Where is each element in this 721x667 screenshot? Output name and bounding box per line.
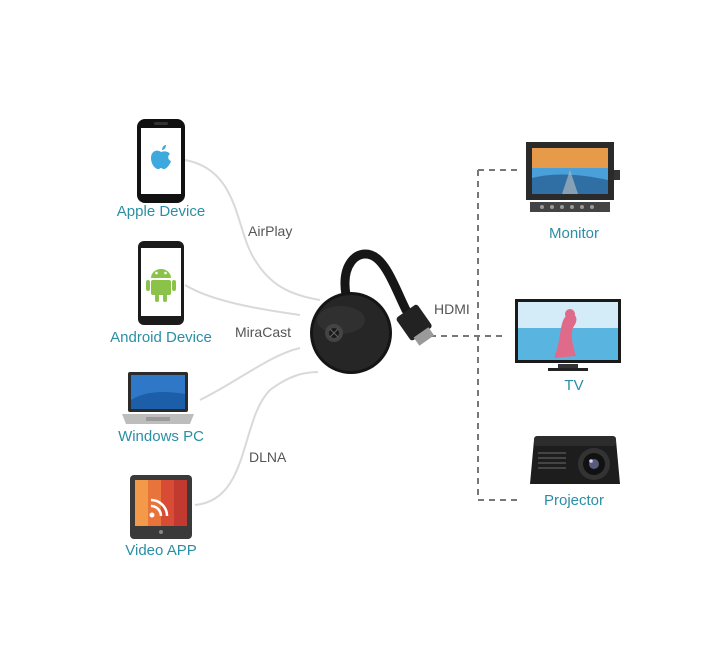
dlna-connector — [194, 371, 319, 506]
video-app-icon — [130, 475, 192, 539]
tv-icon — [515, 299, 621, 371]
airplay-connector — [184, 159, 321, 301]
monitor-icon — [526, 142, 620, 212]
output-label-projector: Projector — [543, 492, 605, 509]
laptop-icon — [122, 372, 194, 424]
connection-label-hdmi: HDMI — [434, 301, 470, 317]
output-label-tv: TV — [564, 377, 584, 394]
protocol-label-miracast: MiraCast — [235, 324, 292, 340]
protocol-label-airplay: AirPlay — [248, 223, 293, 239]
android-phone-icon — [138, 241, 184, 325]
source-label-video-app: Video APP — [125, 542, 197, 559]
iphone-icon — [137, 119, 185, 203]
projector-icon — [530, 436, 620, 484]
hdmi-dongle-icon — [310, 249, 435, 374]
protocol-label-dlna: DLNA — [249, 449, 287, 465]
output-label-monitor: Monitor — [548, 225, 600, 242]
source-label-windows: Windows PC — [118, 428, 204, 445]
source-label-android: Android Device — [110, 329, 212, 346]
windows-connector — [199, 347, 301, 401]
source-label-apple: Apple Device — [116, 203, 206, 220]
miracast-connector — [184, 284, 301, 316]
